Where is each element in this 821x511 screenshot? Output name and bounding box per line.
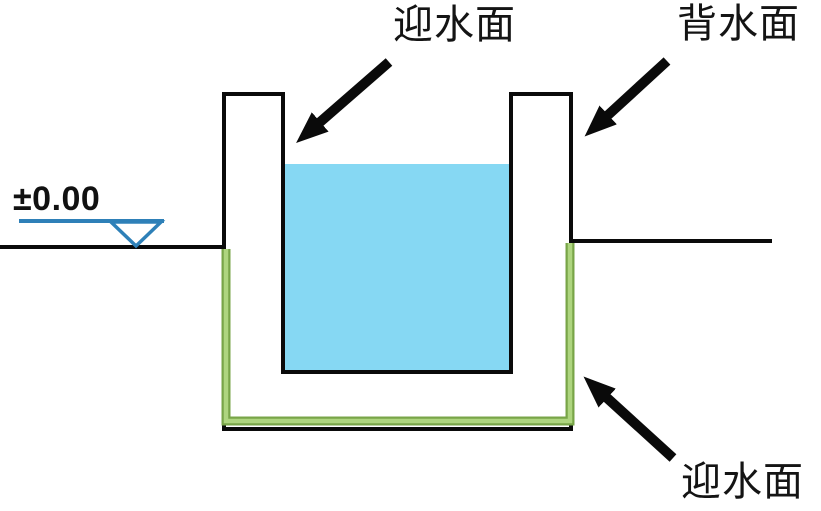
label-water-facing-surface-bottom: 迎水面: [681, 459, 804, 504]
label-back-water-surface: 背水面: [677, 1, 800, 46]
elevation-triangle-icon: [106, 220, 166, 249]
arrow-to-outer-right-wall-icon: [584, 57, 671, 137]
water-fill: [283, 164, 511, 372]
arrow-to-buried-outer-face-icon: [583, 376, 677, 462]
label-water-facing-surface-top: 迎水面: [393, 2, 516, 47]
arrow-to-inner-left-wall-icon: [296, 58, 393, 143]
label-elevation-zero: ±0.00: [13, 180, 101, 218]
tank-outline: [222, 92, 573, 431]
waterproof-membrane-line: [223, 243, 573, 424]
